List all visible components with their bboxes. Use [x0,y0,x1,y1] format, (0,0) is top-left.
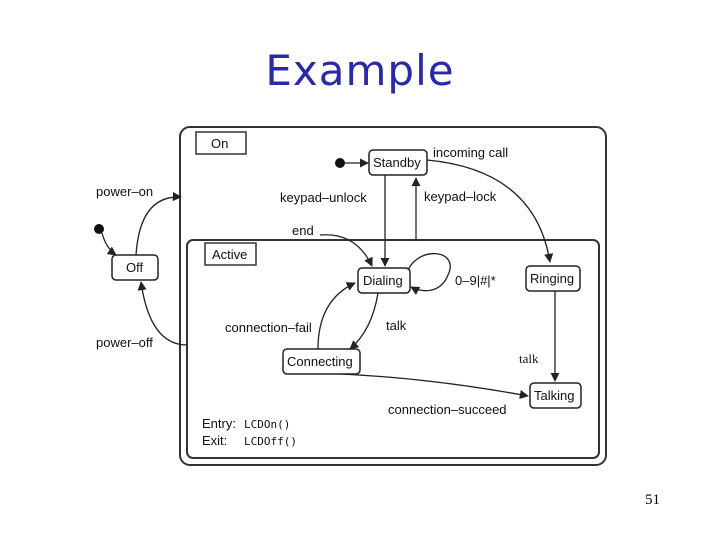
off-initial-arrow [101,232,117,256]
dialing-state-box [357,267,411,294]
digits-label: 0–9|#|* [455,273,496,288]
keypad-lock-label: keypad–lock [424,189,497,204]
end-transition [319,234,373,267]
talking-state-box [529,382,582,409]
connection-fail-label: connection–fail [225,320,312,335]
page-number: 51 [645,492,660,508]
digits-self-loop [407,253,451,295]
dialing-state-label: Dialing [363,273,403,288]
talk-ringing-label: talk [519,351,539,366]
connecting-state-box [282,348,361,375]
power-on-transition [135,192,182,256]
power-off-label: power–off [96,335,153,350]
connecting-state-label: Connecting [287,354,353,369]
power-on-label: power–on [96,184,153,199]
on-state-frame [179,126,607,466]
end-label: end [292,223,314,238]
ringing-state-label: Ringing [530,271,574,286]
exit-action: LCDOff() [244,435,297,448]
off-state-box [111,254,159,281]
incoming-call-transition [426,159,554,263]
standby-state-label: Standby [373,155,421,170]
talk-dialing-transition [349,292,379,350]
connection-fail-transition [317,282,356,350]
off-initial-dot [94,224,104,234]
power-off-transition [137,281,188,346]
talking-state-label: Talking [534,388,574,403]
ringing-state-box [525,265,581,292]
exit-label: Exit: [202,433,227,448]
entry-action: LCDOn() [244,418,290,431]
entry-label: Entry: [202,416,236,431]
off-state-label: Off [126,260,143,275]
talk-dialing-label: talk [386,318,407,333]
slide-title: Example [265,46,455,95]
standby-state-box [368,149,428,176]
standby-initial-dot [335,158,345,168]
connection-succeed-label: connection–succeed [388,402,507,417]
active-state-frame [186,239,600,459]
active-state-label: Active [212,247,247,262]
connection-succeed-transition [339,373,529,399]
active-state-tab [204,242,257,266]
keypad-unlock-label: keypad–unlock [280,190,367,205]
on-state-label: On [211,136,228,151]
incoming-call-label: incoming call [433,145,508,160]
on-state-tab [195,131,247,155]
